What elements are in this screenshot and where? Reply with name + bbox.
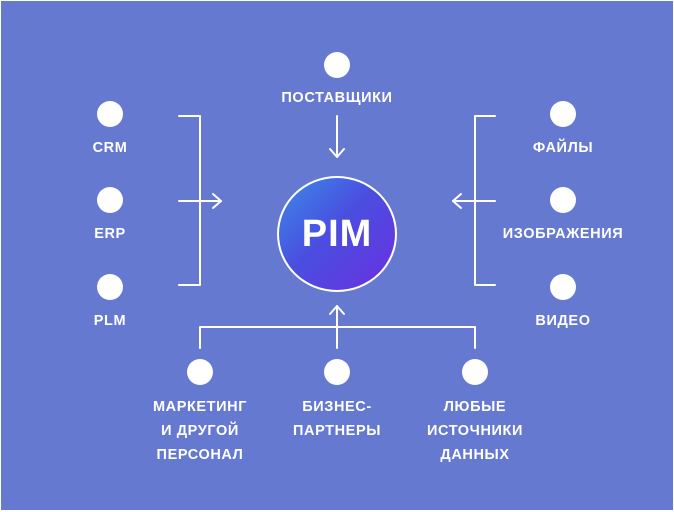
node-dot-bottom-1 — [187, 359, 213, 385]
node-dot-left-2 — [97, 187, 123, 213]
pim-hub-label: PIM — [301, 212, 373, 255]
node-dot-right-1 — [550, 101, 576, 127]
node-dot-bottom-2 — [324, 359, 350, 385]
node-label-suppliers: ПОСТАВЩИКИ — [281, 90, 393, 106]
node-dot-right-2 — [550, 187, 576, 213]
node-label-erp: ERP — [94, 226, 126, 242]
node-label-partners: БИЗНЕС- ПАРТНЕРЫ — [292, 399, 382, 439]
arrow-left — [178, 193, 222, 209]
node-dot-bottom-3 — [462, 359, 488, 385]
node-dot-top — [324, 52, 350, 78]
node-label-marketing: МАРКЕТИНГ И ДРУГОЙ ПЕРСОНАЛ — [152, 399, 248, 463]
node-dot-left-1 — [97, 101, 123, 127]
node-label-plm: PLM — [93, 313, 127, 329]
node-dot-left-3 — [97, 274, 123, 300]
node-label-files: ФАЙЛЫ — [532, 140, 594, 156]
node-label-data-sources: ЛЮБЫЕ ИСТОЧНИКИ ДАННЫХ — [426, 399, 524, 463]
node-label-video: ВИДЕО — [535, 313, 591, 329]
node-label-crm: CRM — [92, 140, 128, 156]
arrow-top — [329, 115, 345, 158]
node-label-images: ИЗОБРАЖЕНИЯ — [502, 226, 624, 242]
arrow-bottom — [329, 305, 345, 349]
pim-hub-circle: PIM — [277, 176, 397, 292]
arrow-right — [452, 193, 496, 209]
node-dot-right-3 — [550, 274, 576, 300]
